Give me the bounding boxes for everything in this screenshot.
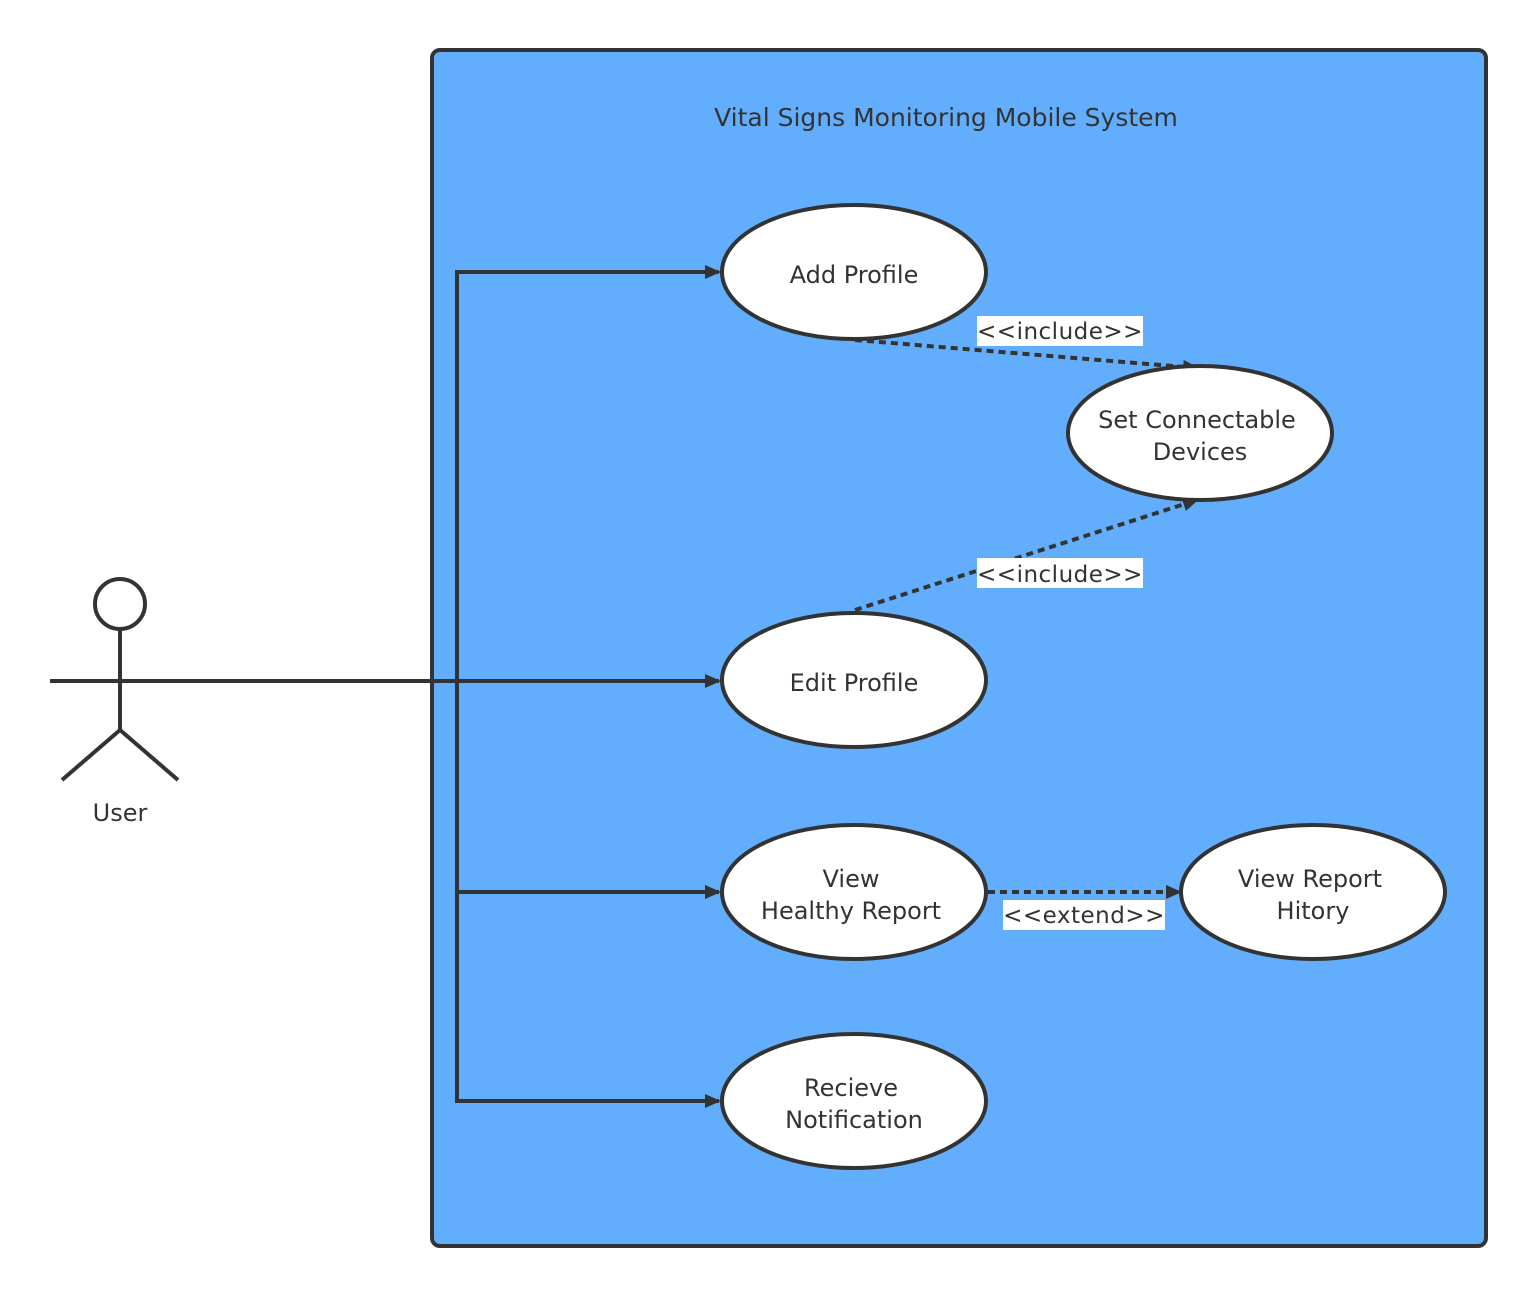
use-case-label: Add Profile xyxy=(790,261,919,289)
use-case-label-line-1: Recieve xyxy=(804,1074,898,1102)
use-case-label-line-2: Hitory xyxy=(1277,897,1350,925)
actor-left-leg xyxy=(60,728,122,782)
use-case-view-healthy-report[interactable]: View Healthy Report xyxy=(720,823,988,961)
actor-head xyxy=(93,577,147,631)
use-case-set-connectable-devices[interactable]: Set Connectable Devices xyxy=(1066,364,1334,502)
actor-label: User xyxy=(93,799,148,827)
use-case-label-line-2: Notification xyxy=(785,1106,923,1134)
use-case-view-report-history[interactable]: View Report Hitory xyxy=(1179,823,1447,961)
use-case-label-line-1: View xyxy=(823,865,880,893)
system-title: Vital Signs Monitoring Mobile System xyxy=(714,103,1178,132)
actor-right-leg xyxy=(118,728,180,782)
include-label-1: <<include>> xyxy=(977,316,1143,346)
use-case-edit-profile[interactable]: Edit Profile xyxy=(720,611,988,749)
use-case-label-line-1: View Report xyxy=(1238,865,1382,893)
svg-text:<<include>>: <<include>> xyxy=(977,319,1143,345)
use-case-add-profile[interactable]: Add Profile xyxy=(720,203,988,341)
use-case-label-line-1: Set Connectable xyxy=(1098,406,1296,434)
include-label-2: <<include>> xyxy=(977,558,1143,588)
include-line-1 xyxy=(854,338,1199,374)
use-case-label-line-2: Healthy Report xyxy=(761,897,941,925)
svg-text:<<extend>>: <<extend>> xyxy=(1003,903,1165,929)
association-lines xyxy=(50,265,721,1108)
dependency-lines xyxy=(854,338,1199,899)
actor-user[interactable]: User xyxy=(60,577,180,827)
use-case-label: Edit Profile xyxy=(790,669,919,697)
use-case-label-line-2: Devices xyxy=(1153,438,1248,466)
extend-label: <<extend>> xyxy=(1003,900,1165,930)
use-case-receive-notification[interactable]: Recieve Notification xyxy=(720,1032,988,1170)
svg-text:<<include>>: <<include>> xyxy=(977,562,1143,588)
